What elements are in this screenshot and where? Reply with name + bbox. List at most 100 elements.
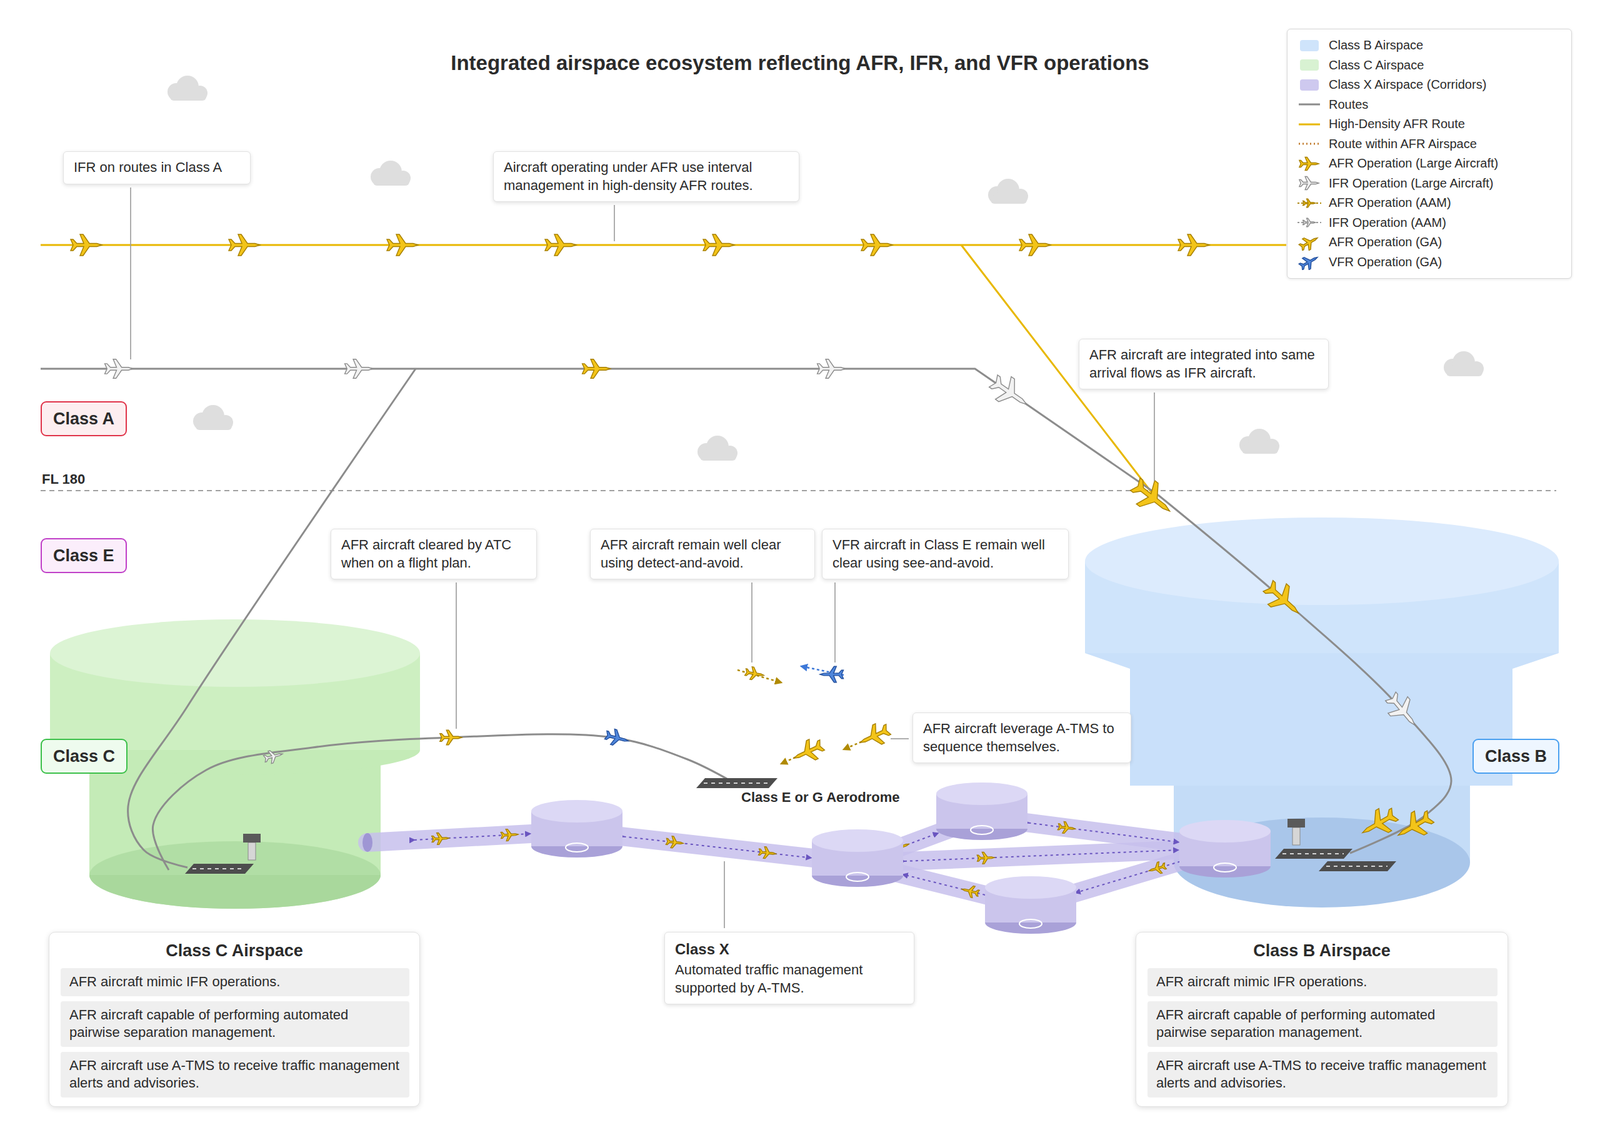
legend-sample (1296, 155, 1323, 172)
callout-box: AFR aircraft remain well clear using det… (590, 528, 815, 580)
shape (846, 872, 869, 882)
callout-box: IFR on routes in Class A (63, 151, 251, 185)
box-text: AFR aircraft leverage A-TMS to sequence … (923, 720, 1121, 756)
leader-line (455, 582, 457, 729)
box-text: Class E (53, 545, 115, 566)
shape (1173, 817, 1470, 908)
box-text: Class B (1485, 746, 1547, 767)
box-text: Class A (53, 408, 115, 429)
legend-swatch (1300, 40, 1319, 52)
info-item: AFR aircraft mimic IFR operations. (1147, 968, 1498, 997)
departure-route (128, 368, 416, 868)
shape (185, 863, 254, 874)
info-item: AFR aircraft capable of performing autom… (1147, 1001, 1498, 1047)
box-text: Aircraft operating under AFR use interva… (503, 158, 789, 195)
aircraft-icon (431, 832, 449, 845)
aircraft-icon (1356, 803, 1402, 844)
aircraft-icon (1297, 234, 1321, 251)
aircraft-icon (603, 727, 631, 749)
legend-row: Class C Airspace (1296, 55, 1563, 76)
vertiport (811, 829, 904, 887)
legend-sample (1296, 253, 1323, 270)
shape (195, 421, 232, 430)
legend-line (1298, 143, 1320, 145)
callout-box: AFR aircraft cleared by ATC when on a fl… (330, 528, 537, 580)
leader-line (723, 861, 725, 929)
legend-row: AFR Operation (GA) (1296, 232, 1563, 253)
shape (50, 619, 420, 687)
cloud (1443, 351, 1484, 377)
aircraft-icon (820, 666, 844, 683)
box-text: Automated traffic management supported b… (675, 961, 904, 997)
aircraft-icon (262, 747, 284, 765)
legend-text: IFR Operation (AAM) (1328, 215, 1447, 230)
legend-row: IFR Operation (Large Aircraft) (1296, 173, 1563, 194)
legend-text: Route within AFR Airspace (1328, 136, 1477, 152)
legend-text: IFR Operation (Large Aircraft) (1328, 176, 1494, 191)
aircraft-icon (1380, 688, 1425, 734)
shape (248, 842, 256, 860)
box-text: AFR aircraft capable of performing autom… (69, 1006, 401, 1042)
aircraft-icon (1057, 820, 1077, 835)
ifr-route (40, 368, 1159, 495)
aircraft-icon (105, 359, 134, 379)
legend-row: Routes (1296, 95, 1563, 115)
shape (1085, 653, 1559, 669)
shape (1275, 848, 1353, 859)
aircraft-icon (1303, 198, 1316, 208)
callout-box: Aircraft operating under AFR use interva… (493, 151, 800, 202)
box-text: AFR aircraft mimic IFR operations. (1156, 973, 1489, 992)
aircraft-icon (1147, 860, 1168, 877)
legend-swatch (1300, 59, 1319, 71)
shape (1282, 853, 1344, 855)
shape (1213, 863, 1237, 872)
aircraft-icon (500, 828, 519, 842)
shape (1292, 827, 1300, 845)
control-tower (1287, 818, 1305, 845)
afr-route (40, 244, 1287, 247)
shape (696, 778, 778, 789)
legend-text: High-Density AFR Route (1328, 116, 1465, 132)
legend-row: VFR Operation (GA) (1296, 252, 1563, 273)
flight-level-line (40, 490, 1557, 492)
shape (362, 833, 373, 852)
aircraft-icon (228, 234, 260, 256)
box-text: AFR aircraft mimic IFR operations. (69, 973, 401, 992)
aircraft-icon (1297, 253, 1321, 270)
vertiport (531, 800, 623, 858)
box-text: AFR aircraft are integrated into same ar… (1089, 346, 1319, 382)
cloud (697, 435, 738, 461)
box-text: IFR on routes in Class A (73, 158, 240, 177)
aircraft-icon (70, 234, 102, 256)
info-item: AFR aircraft mimic IFR operations. (60, 968, 410, 997)
shape (1326, 865, 1388, 867)
info-panel: Class B AirspaceAFR aircraft mimic IFR o… (1135, 931, 1509, 1107)
shape (89, 841, 381, 909)
leader-line (834, 582, 836, 663)
vertiport (985, 876, 1077, 934)
legend-text: AFR Operation (Large Aircraft) (1328, 156, 1499, 171)
leader-line (1153, 392, 1155, 482)
legend-row: AFR Operation (AAM) (1296, 193, 1563, 214)
cloud (1239, 428, 1280, 454)
legend-text: Class B Airspace (1328, 38, 1424, 53)
legend-row: Class B Airspace (1296, 35, 1563, 56)
shape (1241, 445, 1279, 454)
airspace-class-tag: Class A (40, 401, 127, 437)
arrival-route (1158, 495, 1452, 854)
runway (1275, 848, 1353, 859)
leader-line (751, 582, 753, 663)
box-text: AFR aircraft cleared by ATC when on a fl… (341, 536, 527, 572)
aircraft-icon (855, 720, 894, 753)
box-text: AFR aircraft remain well clear using det… (600, 536, 805, 572)
aircraft-icon (440, 730, 462, 745)
aircraft-icon (1299, 156, 1319, 170)
callout-box: Class XAutomated traffic management supp… (664, 931, 915, 1005)
shape (936, 782, 1028, 805)
aircraft-icon (744, 665, 765, 682)
leader-line (890, 738, 909, 740)
aircraft-icon (665, 835, 684, 850)
legend-text: VFR Operation (GA) (1328, 255, 1442, 270)
motion-trail (737, 670, 782, 683)
info-panel: Class C AirspaceAFR aircraft mimic IFR o… (48, 931, 420, 1107)
